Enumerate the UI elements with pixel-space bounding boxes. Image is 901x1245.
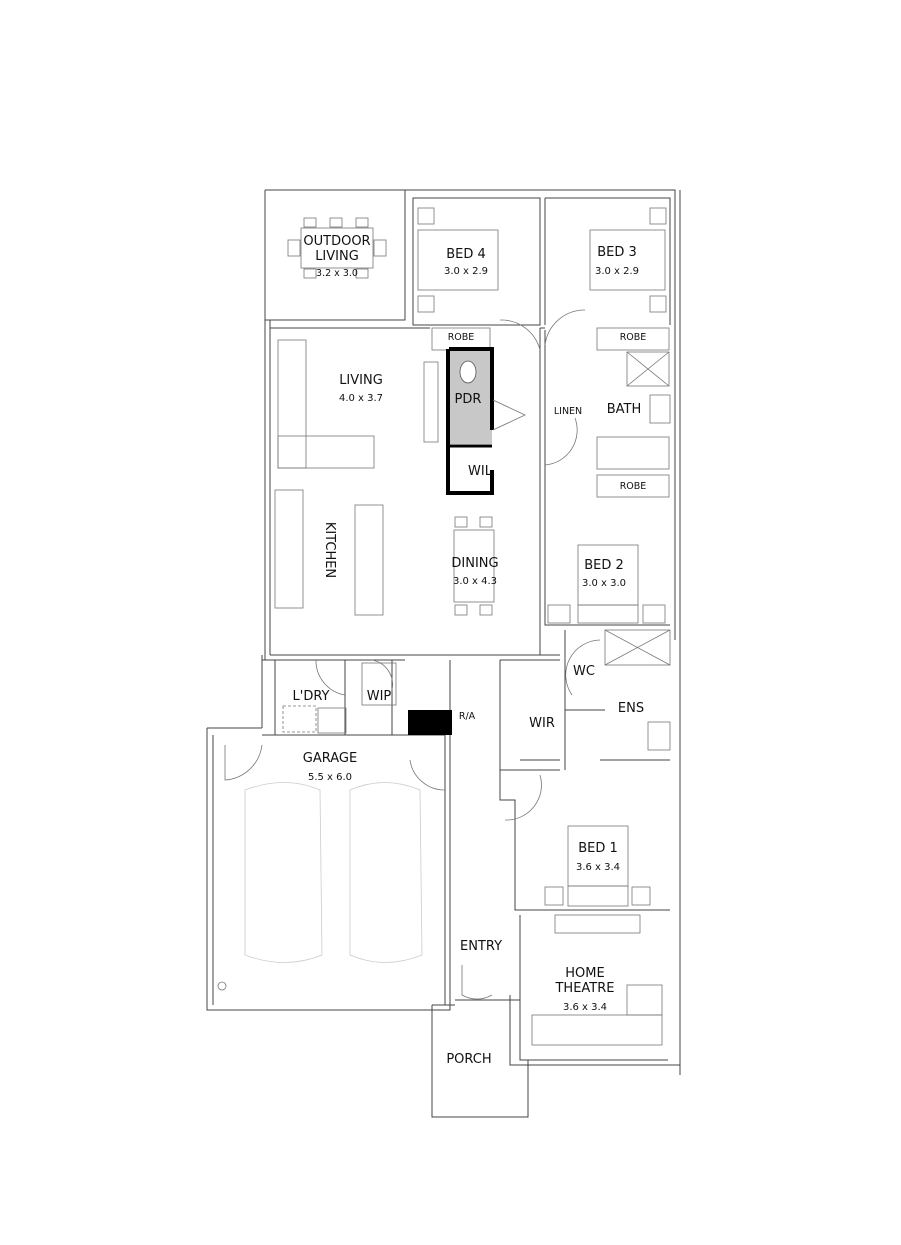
wil-label: WIL (468, 464, 493, 479)
bed1-size: 3.6 x 3.4 (576, 862, 620, 873)
powder-room-highlight (446, 347, 494, 495)
garage-label: GARAGE (303, 751, 357, 766)
robe-bed2-label: ROBE (620, 481, 647, 492)
living-label: LIVING (339, 373, 383, 388)
dining-size: 3.0 x 4.3 (453, 576, 497, 587)
robe-bed4-label: ROBE (448, 332, 475, 343)
porch-label: PORCH (446, 1052, 491, 1067)
dining-label: DINING (451, 556, 498, 571)
bed2-size: 3.0 x 3.0 (582, 578, 626, 589)
outdoor-living-label: OUTDOOR (303, 234, 370, 249)
wip-label: WIP (367, 689, 392, 704)
bed3-label: BED 3 (597, 245, 637, 260)
room-labels: OUTDOOR LIVING 3.2 x 3.0 BED 4 3.0 x 2.9… (293, 234, 647, 1067)
linen-label: LINEN (554, 406, 582, 417)
wc-label: WC (573, 664, 595, 679)
bed4-label: BED 4 (446, 247, 486, 262)
bed3-size: 3.0 x 2.9 (595, 266, 639, 277)
furniture (217, 207, 671, 1046)
home-theatre-label-2: THEATRE (554, 981, 614, 996)
bed4-size: 3.0 x 2.9 (444, 266, 488, 277)
ra-label: R/A (459, 711, 476, 722)
pdr-label: PDR (455, 392, 482, 407)
outdoor-living-label-2: LIVING (315, 249, 359, 264)
return-air-box (408, 710, 452, 735)
walls (206, 189, 681, 1118)
laundry-label: L'DRY (293, 689, 330, 704)
garage-size: 5.5 x 6.0 (308, 772, 352, 783)
outdoor-living-size: 3.2 x 3.0 (316, 268, 358, 279)
home-theatre-size: 3.6 x 3.4 (563, 1002, 607, 1013)
bed1-label: BED 1 (578, 841, 618, 856)
home-theatre-label: HOME (565, 966, 604, 981)
kitchen-label: KITCHEN (322, 522, 337, 578)
living-size: 4.0 x 3.7 (339, 393, 383, 404)
robe-bed3-label: ROBE (620, 332, 647, 343)
bath-label: BATH (607, 402, 642, 417)
ens-label: ENS (618, 701, 644, 716)
wir-label: WIR (529, 716, 555, 731)
doors (224, 309, 601, 1000)
entry-label: ENTRY (460, 939, 502, 954)
bed2-label: BED 2 (584, 558, 624, 573)
